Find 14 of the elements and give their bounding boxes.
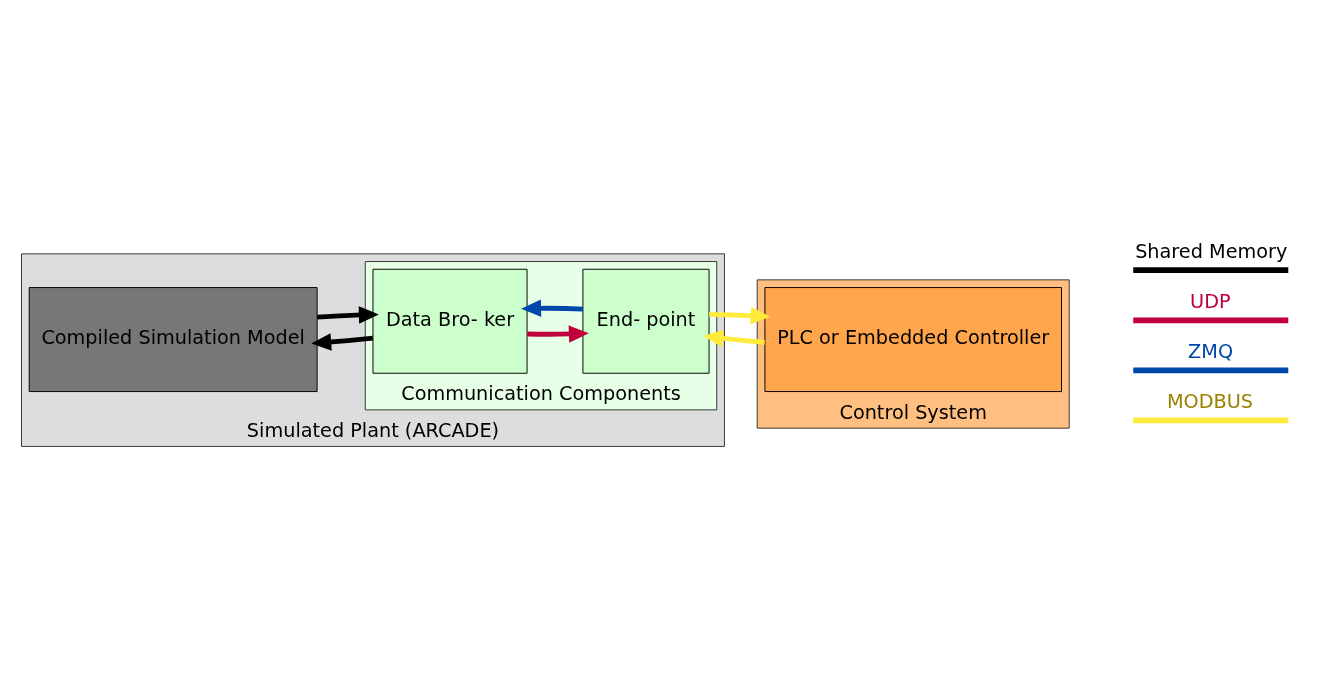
legend-label: MODBUS bbox=[1166, 389, 1254, 413]
arrow bbox=[709, 306, 771, 324]
legend-label: Shared Memory bbox=[1135, 239, 1288, 263]
arrow bbox=[311, 332, 374, 351]
legend-label: UDP bbox=[1190, 289, 1231, 313]
legend-label: ZMQ bbox=[1188, 339, 1234, 363]
arrow bbox=[317, 305, 379, 324]
arrow bbox=[703, 329, 765, 347]
arrow bbox=[521, 299, 583, 317]
node-box: PLC or Embedded Controller bbox=[764, 286, 1062, 392]
node-box: Compiled Simulation Model bbox=[28, 286, 318, 392]
node-box: End- point bbox=[582, 268, 710, 374]
node-box: Data Bro- ker bbox=[372, 268, 528, 374]
arrow bbox=[527, 324, 589, 343]
